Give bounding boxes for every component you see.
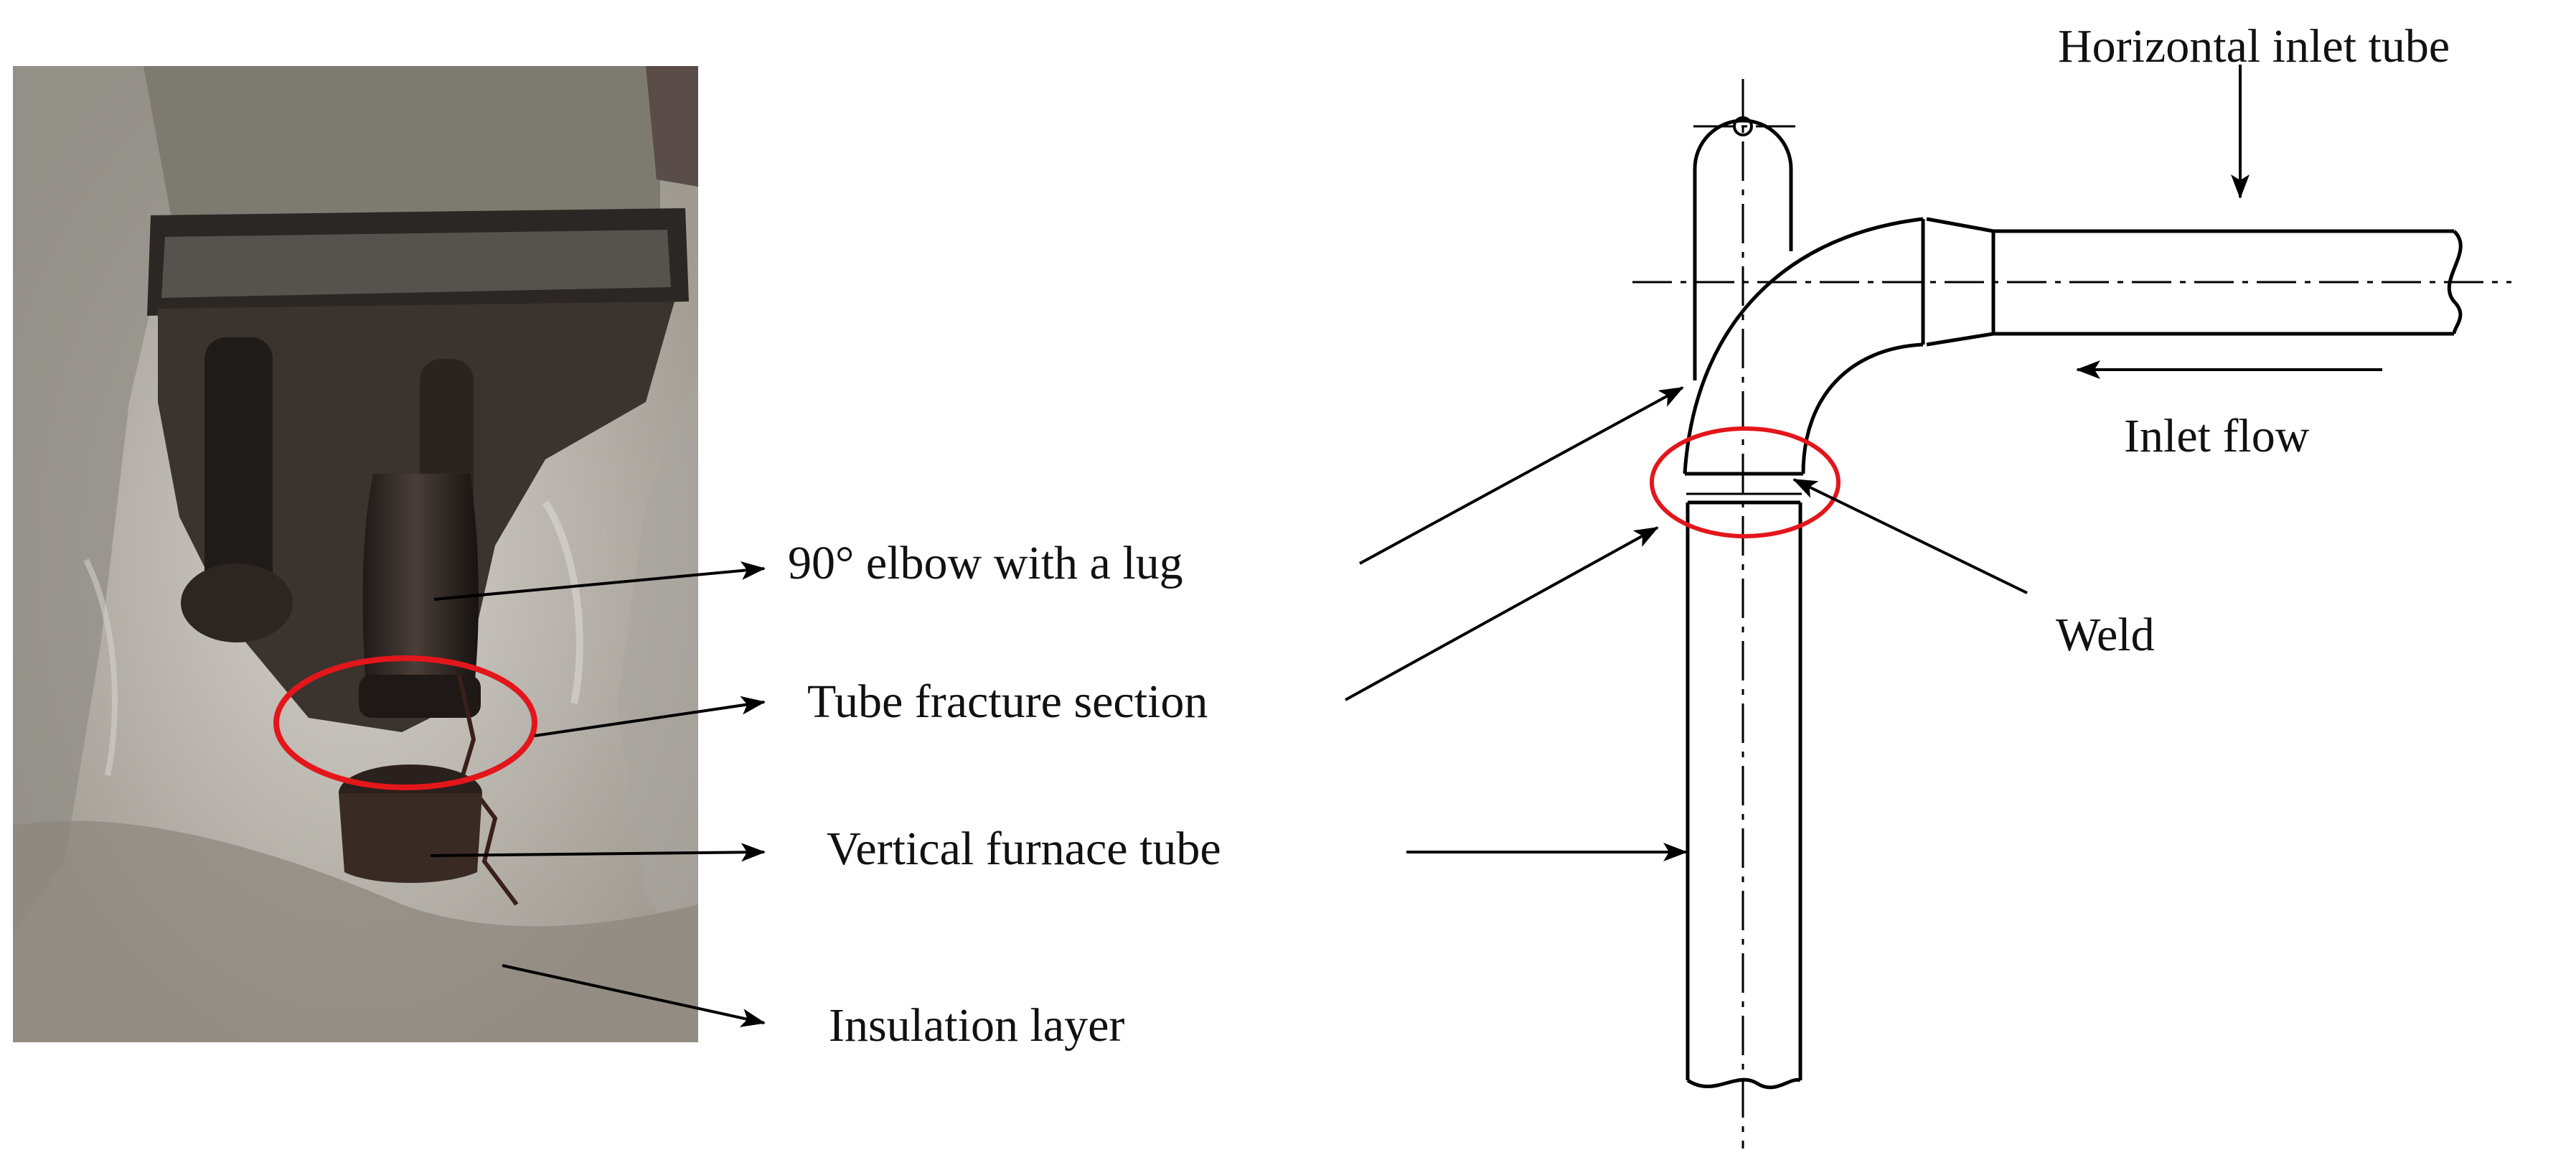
photo-leader-lines <box>430 561 766 1027</box>
weld-label: Weld <box>2056 609 2155 661</box>
weld-drawing-arrow <box>1792 478 2028 594</box>
site-photo <box>13 66 698 1042</box>
elbow-leader-arrow <box>433 561 766 601</box>
fracture-label: Tube fracture section <box>807 675 1208 728</box>
inlet-flow-label: Inlet flow <box>2124 410 2310 462</box>
drawing-leader-lines <box>1345 65 2382 861</box>
vertical-tube-leader-arrow <box>430 843 766 862</box>
vertical-tube-break <box>1686 1077 1801 1090</box>
insulation-leader-arrow <box>502 964 766 1027</box>
horizontal-tube-label: Horizontal inlet tube <box>2058 20 2450 72</box>
lug-outline <box>1693 118 1793 380</box>
vertical-tube-label: Vertical furnace tube <box>827 823 1221 875</box>
weld-highlight <box>1650 426 1841 538</box>
elbow-label: 90° elbow with a lug <box>788 537 1183 589</box>
elbow-drawing-arrow <box>1359 386 1684 565</box>
centerlines <box>1632 79 2511 1149</box>
elbow-inner-arc <box>1801 342 1924 474</box>
elbow-outer-arc <box>1683 217 1924 474</box>
tube-drawing <box>1683 116 2463 1090</box>
fracture-drawing-arrow <box>1345 526 1659 701</box>
horizontal-tube-break <box>2447 230 2463 335</box>
insulation-label: Insulation layer <box>829 999 1125 1052</box>
fracture-leader-arrow <box>534 696 766 737</box>
photo-fracture-highlight <box>273 655 537 790</box>
